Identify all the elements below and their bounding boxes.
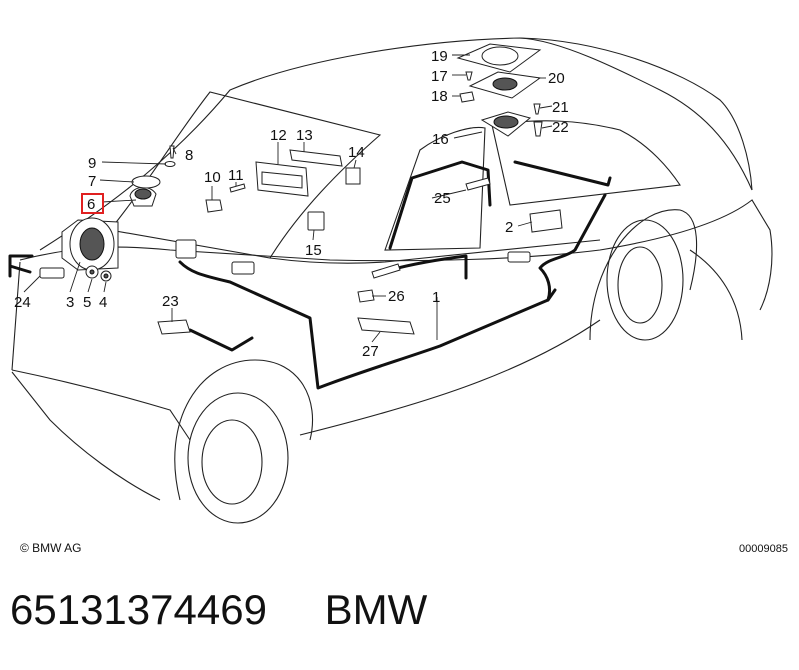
callout-16: 16 [432, 131, 449, 148]
part-expanding-nut-22 [533, 121, 543, 137]
part-antenna-plug [371, 177, 491, 279]
callout-2: 2 [505, 219, 513, 236]
callout-20: 20 [548, 70, 565, 87]
part-plate-27 [357, 317, 415, 335]
part-clip-11 [229, 183, 246, 193]
part-speaker-3 [61, 217, 119, 271]
part-housing-16 [480, 111, 532, 137]
callout-7: 7 [88, 173, 96, 190]
part-connector-23 [157, 319, 191, 335]
callout-15: 15 [305, 242, 322, 259]
callout-14: 14 [348, 144, 365, 161]
callout-17: 17 [431, 68, 448, 85]
highlight-box [81, 193, 104, 214]
copyright-notice: © BMW AG [20, 541, 82, 555]
part-speaker-cover-19 [456, 43, 542, 73]
part-nut-4 [100, 270, 112, 282]
part-cover-7 [131, 175, 161, 189]
callout-1: 1 [432, 289, 440, 306]
wiring-harness [8, 160, 612, 390]
callout-9: 9 [88, 155, 96, 172]
callout-13: 13 [296, 127, 313, 144]
brand-name: BMW [324, 586, 428, 633]
callout-25: 25 [434, 190, 451, 207]
callout-27: 27 [362, 343, 379, 360]
part-clip-9 [164, 161, 176, 167]
part-screw-21 [533, 103, 541, 115]
part-footer: 65131374469 BMW [10, 586, 427, 634]
callout-labels: 1 2 3 4 5 6 7 8 9 10 11 12 13 14 15 16 1… [14, 48, 569, 360]
part-connector-harness-front [175, 239, 255, 275]
callout-8: 8 [185, 147, 193, 164]
car-body-outline [11, 37, 773, 524]
callout-26: 26 [388, 288, 405, 305]
parts-diagram: 1 2 3 4 5 6 7 8 9 10 11 12 13 14 15 16 1… [8, 37, 773, 524]
callout-12: 12 [270, 127, 287, 144]
diagram-id: 00009085 [739, 543, 788, 555]
part-clip-18 [459, 91, 475, 103]
part-plug-26 [357, 289, 375, 303]
part-number: 65131374469 [10, 586, 267, 633]
callout-4: 4 [99, 294, 107, 311]
leader-lines [23, 54, 553, 343]
part-relay-15 [307, 211, 325, 231]
part-tweeter-6 [129, 187, 157, 207]
callout-19: 19 [431, 48, 448, 65]
callout-5: 5 [83, 294, 91, 311]
callout-18: 18 [431, 88, 448, 105]
part-nut-5 [85, 265, 99, 279]
part-radio-bracket-12 [255, 161, 309, 197]
callout-6: 6 [87, 196, 95, 213]
callout-22: 22 [552, 119, 569, 136]
part-connector-24 [39, 267, 65, 279]
part-bracket-14 [345, 167, 361, 185]
callout-10: 10 [204, 169, 221, 186]
callout-21: 21 [552, 99, 569, 116]
part-screw-17 [465, 71, 473, 81]
part-frame-13 [289, 149, 343, 167]
part-bracket-2 [529, 209, 563, 233]
callout-24: 24 [14, 294, 31, 311]
callout-11: 11 [228, 167, 244, 184]
part-bracket-10 [205, 199, 223, 213]
part-connector-rear [507, 251, 531, 263]
callout-3: 3 [66, 294, 74, 311]
part-speaker-20 [468, 71, 542, 99]
callout-23: 23 [162, 293, 179, 310]
